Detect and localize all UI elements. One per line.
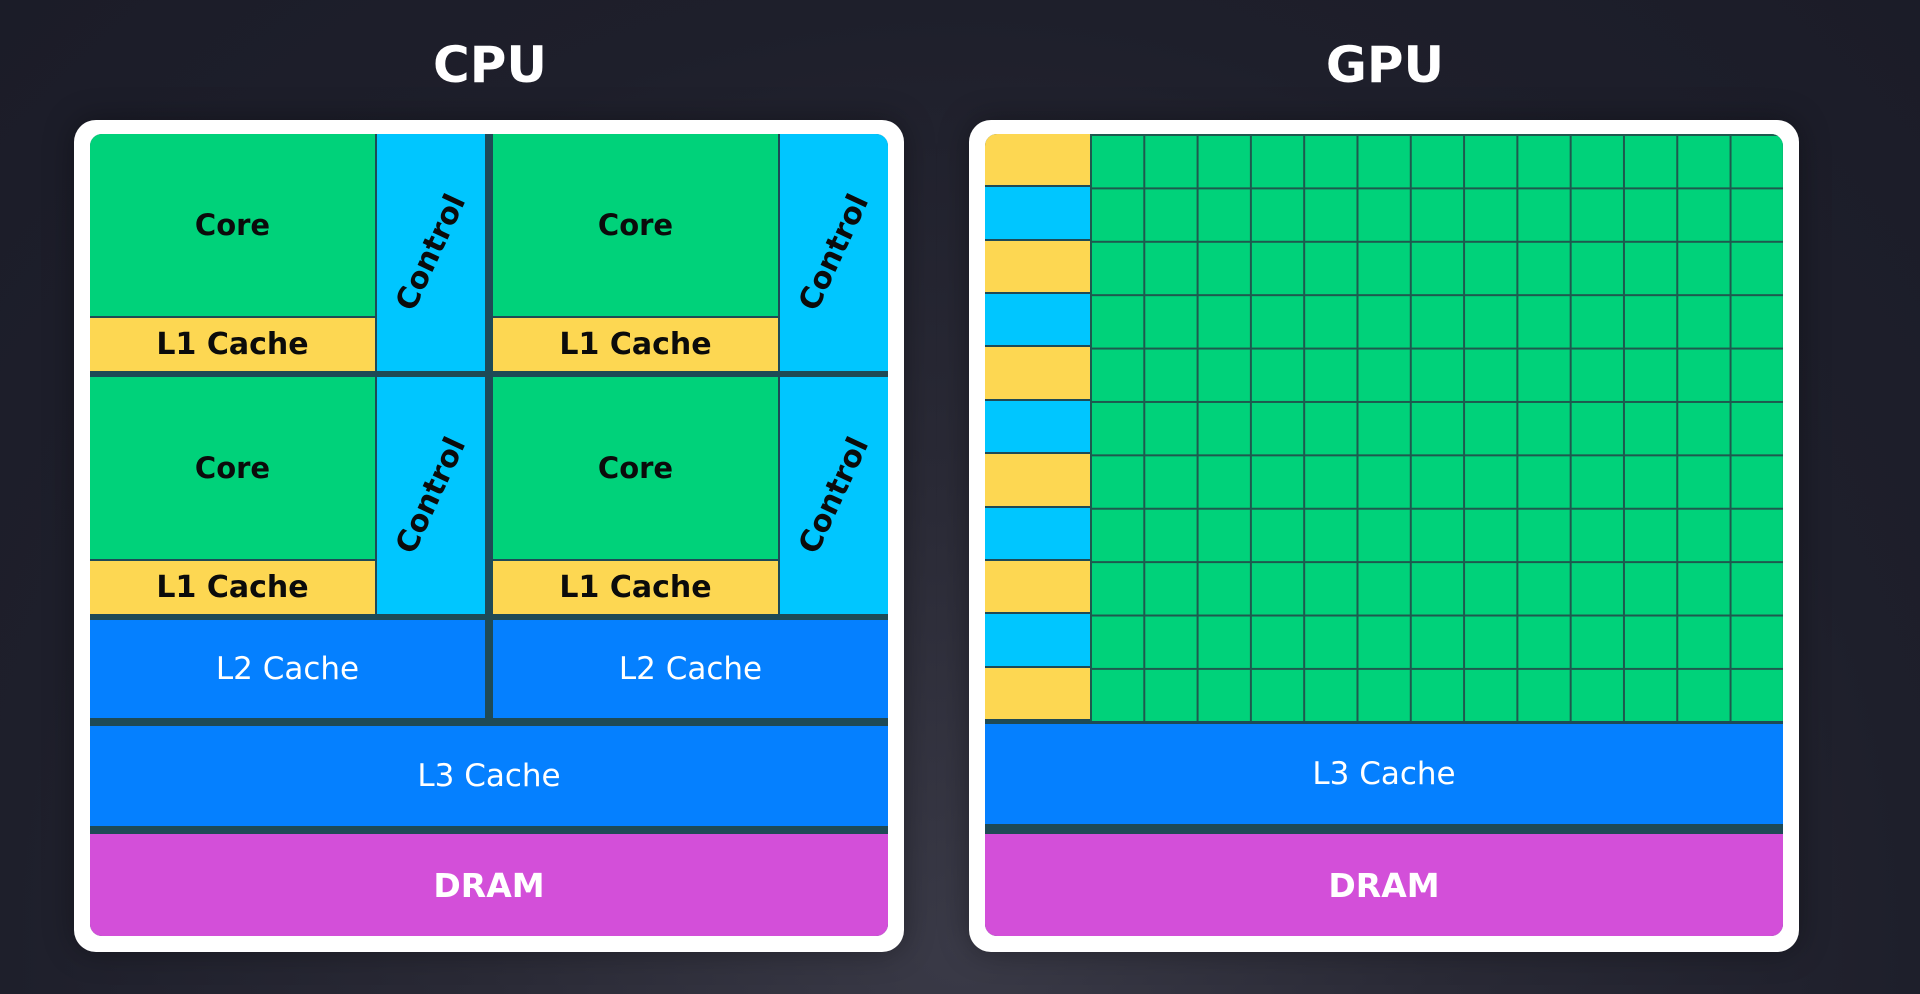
cpu-title: CPU <box>433 36 547 94</box>
cpu-core-3: Core <box>90 377 375 559</box>
control-label: Control <box>388 188 474 317</box>
cpu-core-4: Core <box>493 377 778 559</box>
gpu-cache-cell <box>985 134 1090 188</box>
cpu-l1-cache-3: L1 Cache <box>90 561 375 614</box>
cpu-control-2: Control <box>780 134 888 371</box>
gpu-cache-cell <box>985 347 1090 401</box>
gpu-cache-cell <box>985 240 1090 295</box>
gpu-control-cell <box>985 614 1090 668</box>
cpu-control-4: Control <box>780 377 888 614</box>
gpu-control-cache-column <box>985 134 1090 721</box>
gpu-dram: DRAM <box>985 834 1783 936</box>
control-label: Control <box>791 188 877 317</box>
control-label: Control <box>791 431 877 560</box>
cpu-core-1: Core <box>90 134 375 316</box>
gpu-control-cell <box>985 507 1090 561</box>
gpu-title: GPU <box>1325 36 1445 94</box>
gpu-core-grid <box>1090 134 1783 721</box>
gpu-diagram: L3 Cache DRAM <box>969 120 1799 952</box>
gpu-control-cell <box>985 294 1090 348</box>
cpu-chip: Core L1 Cache Control Core L1 Cache Cont… <box>90 134 888 936</box>
control-label: Control <box>388 431 474 560</box>
cpu-l2-cache-left: L2 Cache <box>90 620 485 718</box>
gpu-cache-cell <box>985 560 1090 615</box>
cpu-l1-cache-1: L1 Cache <box>90 318 375 371</box>
cpu-l3-cache: L3 Cache <box>90 726 888 826</box>
cpu-l1-cache-2: L1 Cache <box>493 318 778 371</box>
gpu-control-cell <box>985 187 1090 241</box>
gpu-cache-cell <box>985 667 1090 721</box>
cpu-l1-cache-4: L1 Cache <box>493 561 778 614</box>
cpu-core-2: Core <box>493 134 778 316</box>
gpu-cache-cell <box>985 454 1090 508</box>
cpu-dram: DRAM <box>90 834 888 936</box>
gpu-control-cell <box>985 400 1090 455</box>
gpu-chip: L3 Cache DRAM <box>985 134 1783 936</box>
cpu-control-1: Control <box>377 134 485 371</box>
cpu-diagram: Core L1 Cache Control Core L1 Cache Cont… <box>74 120 904 952</box>
cpu-l2-cache-right: L2 Cache <box>493 620 888 718</box>
cpu-control-3: Control <box>377 377 485 614</box>
gpu-l3-cache: L3 Cache <box>985 724 1783 824</box>
